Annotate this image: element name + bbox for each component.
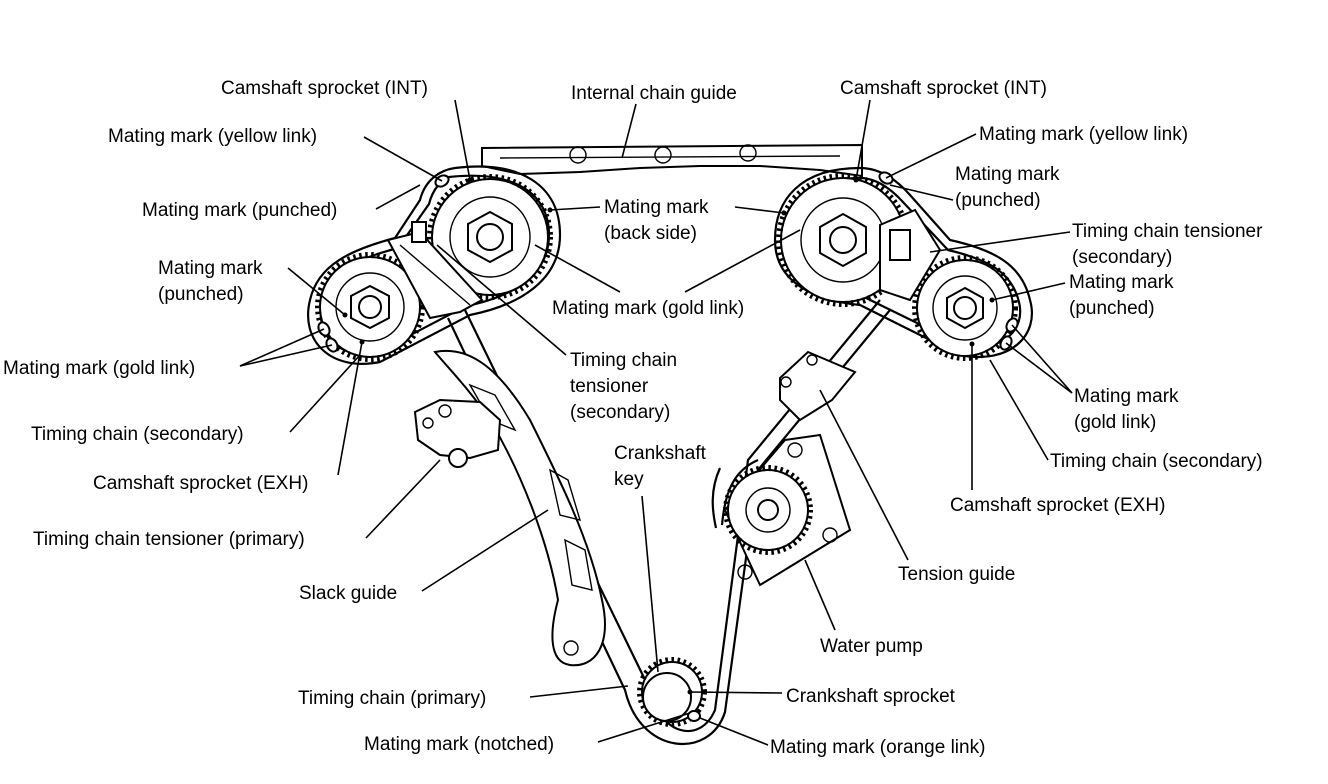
label-tension-guide: Tension guide [898, 564, 1015, 585]
label-mating-mark-punched-right-mid-line1: Mating mark [1069, 272, 1174, 293]
label-camshaft-sprocket-exh-right: Camshaft sprocket (EXH) [950, 495, 1165, 516]
label-crankshaft-key-line1: Crankshaft [614, 443, 707, 464]
label-mating-mark-punched-left-mid-line2: (punched) [158, 284, 244, 305]
camshaft-sprocket-exh-left [315, 252, 425, 362]
label-mating-mark-punched-right-upper-line1: Mating mark [955, 164, 1060, 185]
water-pump-part [723, 433, 852, 587]
tension-guide-part [779, 350, 857, 422]
camshaft-sprocket-exh-right [912, 255, 1018, 361]
label-mating-mark-gold-center: Mating mark (gold link) [552, 298, 744, 319]
label-crankshaft-key-line2: key [614, 469, 644, 490]
label-timing-chain-secondary-right: Timing chain (secondary) [1050, 451, 1263, 472]
slack-guide-part [433, 349, 606, 667]
label-tensioner-secondary-center-line3: (secondary) [570, 402, 670, 423]
secondary-chain-right [773, 166, 1033, 358]
labels: Camshaft sprocket (INT) Internal chain g… [3, 78, 1263, 758]
label-tensioner-secondary-center-line1: Timing chain [570, 350, 677, 371]
label-tensioner-secondary-center-line2: tensioner [570, 376, 649, 397]
label-mating-mark-yellow-right: Mating mark (yellow link) [979, 124, 1188, 145]
label-camshaft-sprocket-int-right: Camshaft sprocket (INT) [840, 78, 1047, 99]
label-mating-mark-back-side-line2: (back side) [604, 223, 697, 244]
label-mating-mark-punched-left-mid-line1: Mating mark [158, 258, 263, 279]
label-camshaft-sprocket-int-left: Camshaft sprocket (INT) [221, 78, 428, 99]
label-mating-mark-notched: Mating mark (notched) [364, 734, 554, 755]
label-mating-mark-yellow-left: Mating mark (yellow link) [108, 126, 317, 147]
label-timing-chain-tensioner-primary: Timing chain tensioner (primary) [33, 529, 305, 550]
label-mating-mark-orange: Mating mark (orange link) [770, 737, 985, 758]
label-mating-mark-gold-right-line2: (gold link) [1074, 412, 1156, 433]
label-camshaft-sprocket-exh-left: Camshaft sprocket (EXH) [93, 473, 308, 494]
label-mating-mark-punched-left-upper: Mating mark (punched) [142, 200, 337, 221]
label-timing-chain-secondary-left: Timing chain (secondary) [31, 424, 244, 445]
secondary-tensioner-right [879, 208, 942, 302]
label-internal-chain-guide: Internal chain guide [571, 83, 737, 104]
label-water-pump: Water pump [820, 636, 923, 657]
label-mating-mark-punched-right-mid-line2: (punched) [1069, 298, 1155, 319]
secondary-tensioner-left [386, 221, 484, 320]
label-tensioner-secondary-right-line2: (secondary) [1072, 247, 1172, 268]
label-mating-mark-back-side-line1: Mating mark [604, 197, 709, 218]
label-mating-mark-gold-right-line1: Mating mark [1074, 386, 1179, 407]
internal-chain-guide [481, 143, 863, 178]
label-slack-guide: Slack guide [299, 583, 397, 604]
primary-tensioner-part [413, 398, 502, 468]
label-mating-mark-punched-right-upper-line2: (punched) [955, 190, 1041, 211]
label-tensioner-secondary-right-line1: Timing chain tensioner [1072, 221, 1263, 242]
label-timing-chain-primary: Timing chain (primary) [298, 688, 486, 709]
label-crankshaft-sprocket: Crankshaft sprocket [786, 686, 956, 707]
label-mating-mark-gold-left: Mating mark (gold link) [3, 358, 195, 379]
leader-lines [239, 99, 1073, 746]
